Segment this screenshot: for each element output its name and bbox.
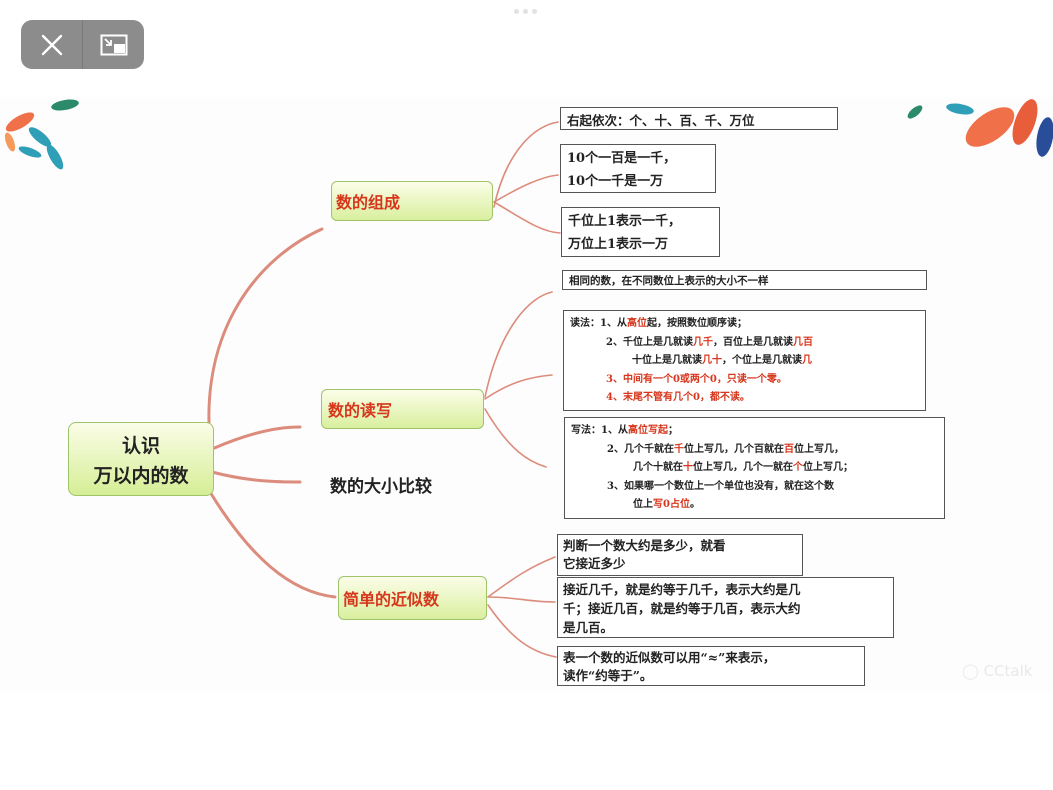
picture-in-picture-icon [100, 34, 127, 55]
write-l3c: 位上写几，几个一就在 [693, 462, 793, 473]
root-node: 认识 万以内的数 [68, 422, 214, 496]
read-l2b: 几千 [692, 336, 713, 348]
write-l4: 3、如果哪一个数位上一个单位也没有，就在这个数 [607, 480, 834, 492]
approx-box-symbol: 表一个数的近似数可以用“≈”来表示， 读作“约等于”。 [557, 646, 865, 686]
read-l1c: 起，按照数位顺序读； [646, 318, 747, 329]
close-button[interactable] [21, 20, 83, 69]
approx-text-1a: 判断一个数大约是多少，就看 [563, 538, 726, 553]
viewer-controls [21, 20, 144, 69]
read-write-box-same-number: 相同的数，在不同数位上表示的大小不一样 [562, 270, 927, 290]
mindmap-slide: 认识 万以内的数 数的组成 右起依次：个、十、百、千、万位 10个一百是一千， … [0, 97, 1053, 692]
composition-box-place-order: 右起依次：个、十、百、千、万位 [560, 107, 838, 130]
approx-text-2a: 接近几千，就是约等于几千，表示大约是几 [563, 582, 801, 597]
write-l3b: 十 [683, 462, 693, 473]
drag-handle[interactable] [514, 9, 537, 14]
branch-size-comparison: 数的大小比较 [330, 477, 432, 497]
root-line-1: 认识 [121, 435, 160, 457]
watermark-text: CCtalk [983, 662, 1033, 680]
composition-text-2a: 10个一百是一千， [567, 151, 677, 166]
writing-rules-box: 写法：1、从高位写起； 2、几个千就在千位上写几，几个百就在百位上写几， 几个十… [564, 417, 945, 519]
write-l2c: 位上写几，几个百就在 [683, 443, 784, 455]
approx-text-3b: 读作“约等于”。 [563, 668, 653, 683]
composition-box-hundreds: 10个一百是一千， 10个一千是一万 [560, 144, 716, 193]
write-l2e: 位上写几， [793, 443, 844, 455]
read-l3b: 几十 [702, 355, 722, 366]
picture-in-picture-button[interactable] [83, 20, 144, 69]
write-l5a: 位上 [633, 499, 653, 510]
read-l3a: 十位上是几就读 [632, 355, 702, 366]
read-l2a: 2、千位上是几就读 [606, 336, 693, 348]
approx-text-3a: 表一个数的近似数可以用“≈”来表示， [563, 650, 776, 665]
read-write-text-1: 相同的数，在不同数位上表示的大小不一样 [569, 275, 769, 287]
watermark: ◯ CCtalk [962, 662, 1033, 680]
branch-read-write: 数的读写 [321, 389, 484, 429]
write-l1a: 写法：1、从 [571, 425, 628, 436]
approx-text-2c: 是几百。 [563, 620, 614, 635]
approx-text-2b: 千；接近几百，就是约等于几百，表示大约 [563, 601, 801, 616]
write-l3d: 个 [793, 462, 803, 473]
read-l5: 4、末尾不管有几个0，都不读。 [606, 392, 750, 403]
composition-text-3a: 千位上1表示一千， [568, 214, 682, 229]
write-l1b: 高位写起 [627, 425, 668, 436]
leaf-decoration-right [907, 99, 1053, 157]
write-l1c: ； [667, 425, 678, 436]
reading-rules-box: 读法：1、从高位起，按照数位顺序读； 2、千位上是几就读几千，百位上是几就读几百… [563, 310, 926, 411]
write-l3a: 几个十就在 [633, 462, 683, 473]
approx-text-1b: 它接近多少 [563, 556, 626, 571]
read-l3d: 几 [802, 355, 812, 366]
write-l2d: 百 [783, 443, 794, 455]
composition-text-3b: 万位上1表示一万 [568, 237, 669, 252]
branch-approximation: 简单的近似数 [338, 576, 487, 620]
read-l1b: 高位 [626, 318, 647, 329]
leaf-decoration-left [4, 99, 79, 170]
read-l4: 3、中间有一个0或两个0，只读一个零。 [606, 373, 787, 385]
composition-box-place-value: 千位上1表示一千， 万位上1表示一万 [561, 207, 720, 257]
close-icon [41, 34, 62, 55]
composition-text-1: 右起依次：个、十、百、千、万位 [567, 113, 755, 128]
write-l5c: 。 [689, 499, 700, 510]
write-l3e: 位上写几； [803, 462, 853, 473]
approx-box-judge: 判断一个数大约是多少，就看 它接近多少 [557, 534, 803, 576]
write-l2b: 千 [673, 443, 684, 455]
write-l5b: 写0占位 [653, 499, 690, 510]
approx-box-close-to: 接近几千，就是约等于几千，表示大约是几 千；接近几百，就是约等于几百，表示大约 … [557, 577, 894, 638]
read-l1a: 读法：1、从 [570, 318, 627, 329]
branch-number-composition: 数的组成 [331, 181, 493, 221]
mindmap-connectors [4, 99, 1053, 658]
read-l3c: ，个位上是几就读 [722, 355, 802, 366]
composition-text-2b: 10个一千是一万 [567, 174, 664, 189]
root-line-2: 万以内的数 [93, 465, 189, 487]
write-l2a: 2、几个千就在 [607, 443, 674, 455]
read-l2c: ，百位上是几就读 [712, 336, 793, 348]
read-l2d: 几百 [792, 336, 813, 348]
